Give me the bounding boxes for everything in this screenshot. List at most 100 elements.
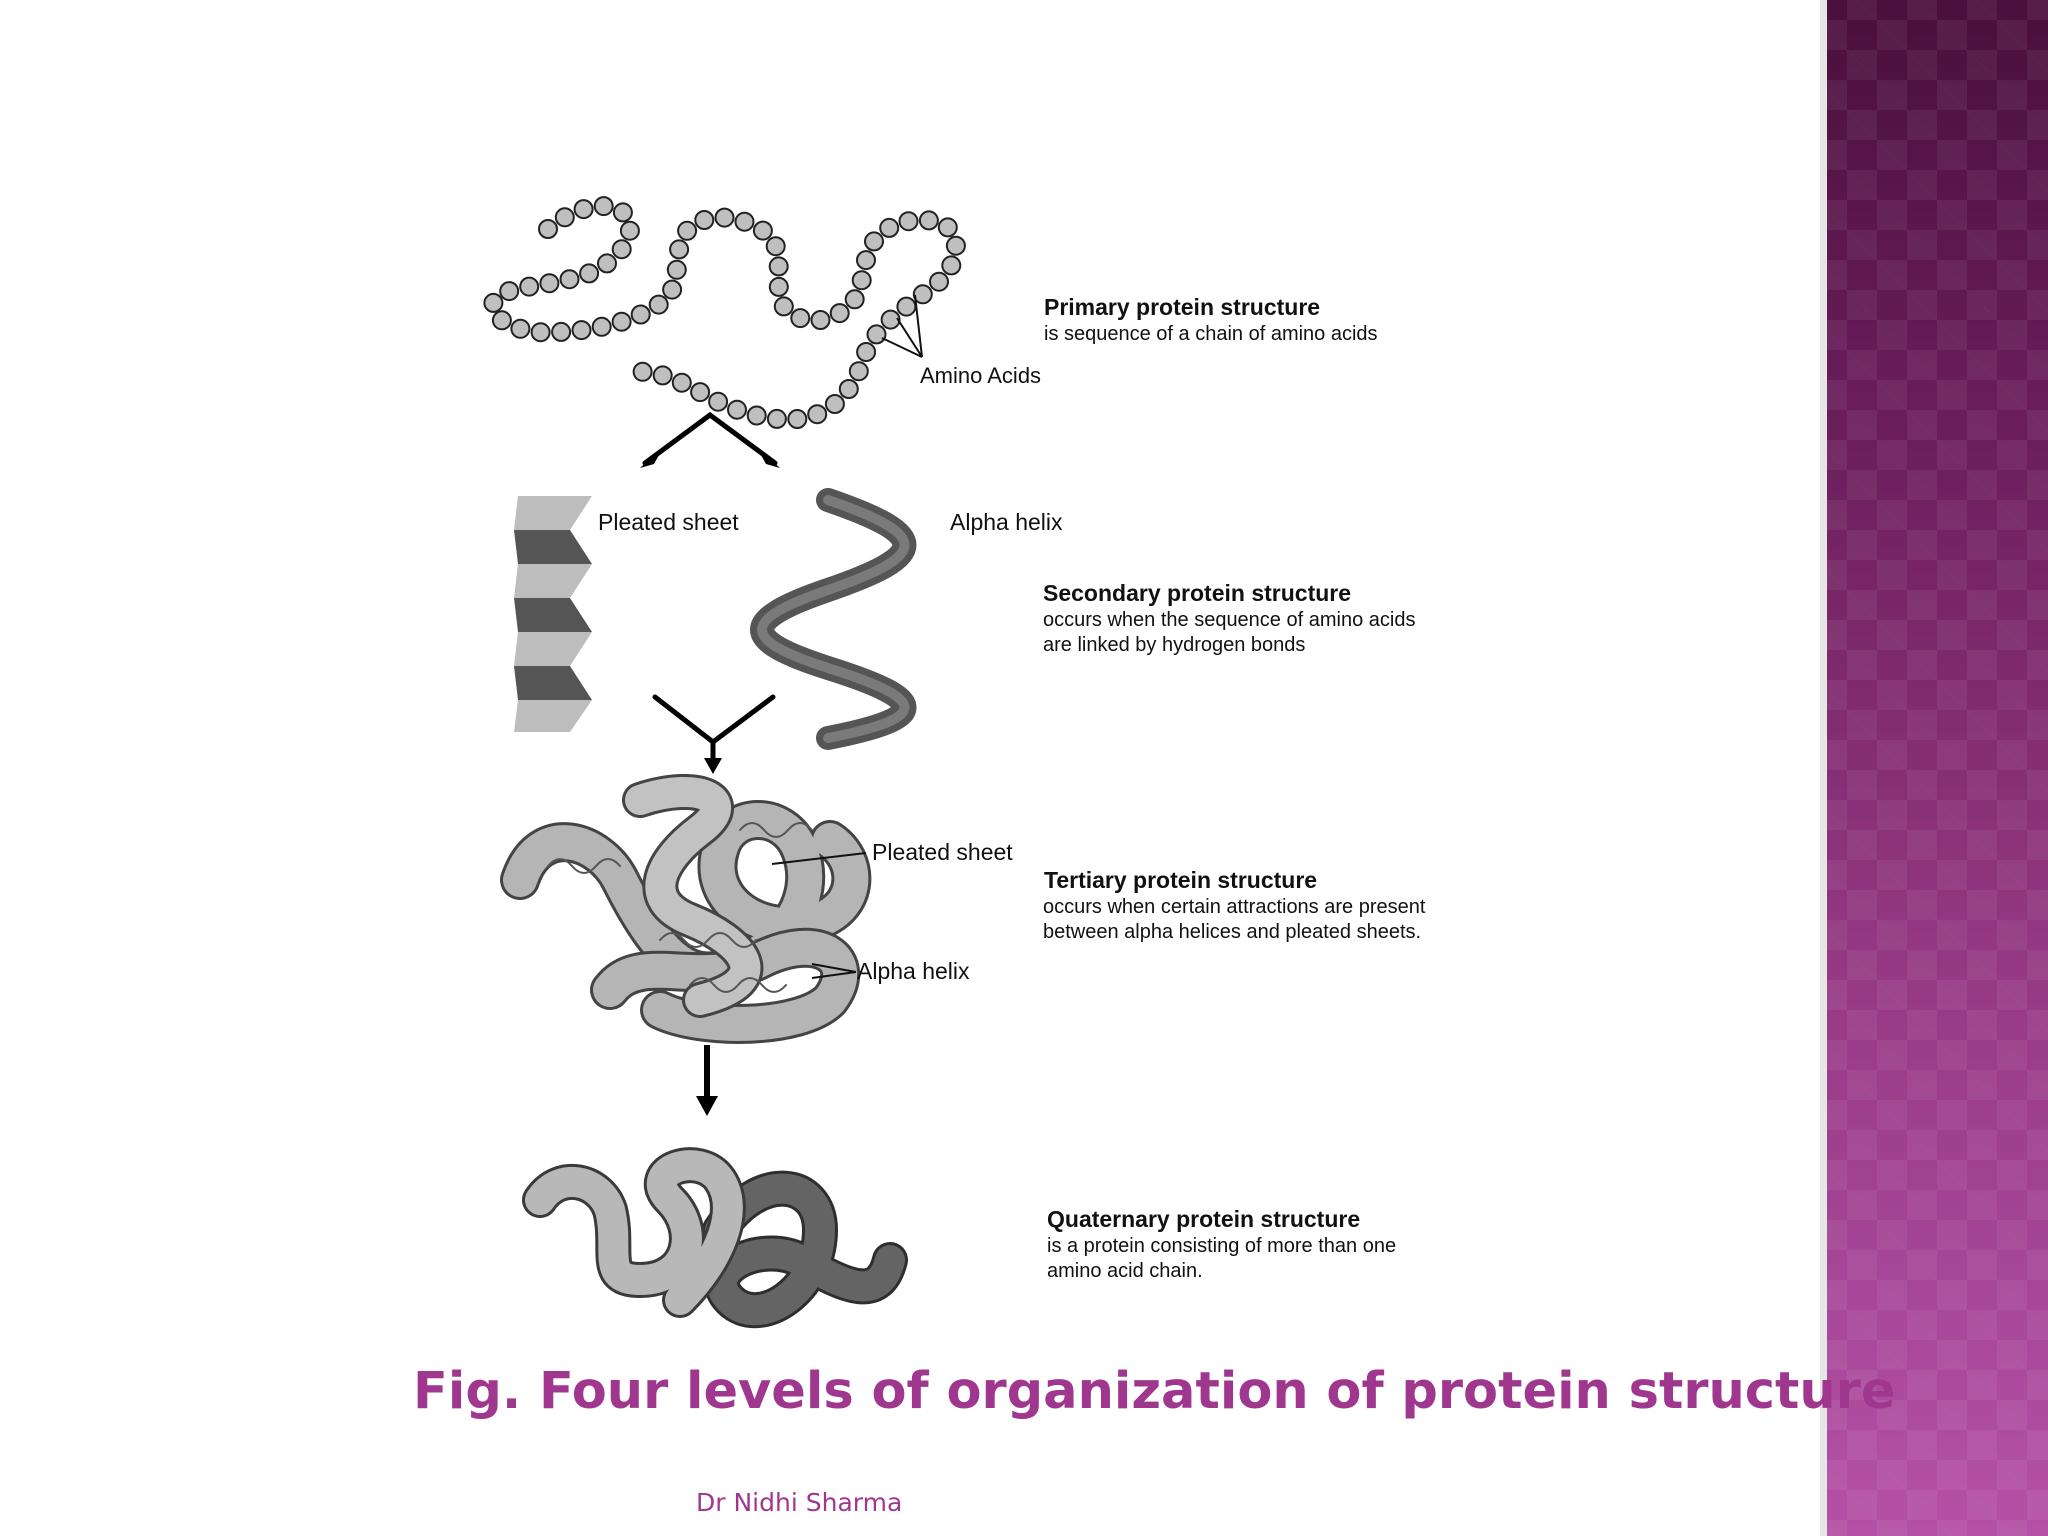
amino-acid-bead xyxy=(539,273,560,294)
amino-acid-bead xyxy=(918,210,939,231)
amino-acid-bead xyxy=(538,219,558,239)
amino-acid-bead xyxy=(838,379,859,399)
amino-acid-bead xyxy=(510,318,531,339)
amino-acid-bead xyxy=(551,321,572,342)
secondary-description-line1: occurs when the sequence of amino acids xyxy=(1043,609,1415,631)
amino-acid-bead xyxy=(671,372,692,393)
amino-acid-bead xyxy=(848,361,869,382)
quaternary-description-line1: is a protein consisting of more than one xyxy=(1047,1235,1396,1257)
amino-acid-bead xyxy=(579,263,600,284)
slide-band-edge xyxy=(1820,0,1828,1536)
amino-acid-bead xyxy=(597,253,617,274)
arrowhead-left xyxy=(640,446,664,468)
merge-arrow xyxy=(652,694,776,763)
amino-acid-bead xyxy=(611,239,632,260)
tertiary-sheet-label: Pleated sheet xyxy=(872,839,1013,865)
split-arrow xyxy=(642,411,778,466)
pleated-sheet-shape xyxy=(514,496,592,732)
amino-acid-bead xyxy=(866,324,887,345)
secondary-helix-label: Alpha helix xyxy=(950,509,1063,535)
secondary-title: Secondary protein structure xyxy=(1043,580,1351,606)
figure-caption: Fig. Four levels of organization of prot… xyxy=(413,1362,1896,1421)
amino-acid-bead xyxy=(856,342,877,362)
arrowhead-right xyxy=(756,446,780,468)
tertiary-description-line1: occurs when certain attractions are pres… xyxy=(1043,896,1426,918)
tertiary-pointer-lines xyxy=(771,852,867,979)
amino-acid-bead xyxy=(829,303,850,324)
secondary-sheet-label: Pleated sheet xyxy=(598,509,739,535)
amino-acid-bead xyxy=(571,320,592,341)
amino-acid-bead xyxy=(912,284,933,305)
quaternary-title: Quaternary protein structure xyxy=(1047,1206,1360,1232)
amino-acid-bead xyxy=(593,196,614,217)
author-footer: Dr Nidhi Sharma xyxy=(696,1488,903,1517)
amino-acid-bead xyxy=(690,382,711,403)
down-arrowhead xyxy=(696,1096,718,1116)
amino-acid-bead xyxy=(519,276,540,297)
amino-acid-bead xyxy=(773,296,794,317)
amino-acid-bead xyxy=(941,255,962,276)
amino-acid-bead xyxy=(677,220,698,241)
amino-acid-bead xyxy=(807,404,828,425)
amino-acid-bead xyxy=(765,236,786,257)
amino-acid-chain xyxy=(483,196,966,429)
amino-acid-bead xyxy=(666,259,687,280)
amino-acid-bead xyxy=(694,210,715,230)
amino-acid-bead xyxy=(612,202,633,223)
amino-acid-bead xyxy=(708,391,729,412)
amino-acid-bead xyxy=(766,408,787,429)
tertiary-description-line2: between alpha helices and pleated sheets… xyxy=(1043,921,1421,943)
merge-arrowhead xyxy=(704,758,722,774)
amino-acid-bead xyxy=(611,311,632,332)
alpha-helix-shape xyxy=(750,488,917,750)
amino-acid-pointer xyxy=(881,294,923,358)
amino-acid-bead xyxy=(844,289,865,310)
amino-acid-bead xyxy=(619,220,640,241)
amino-acid-bead xyxy=(491,310,512,331)
quaternary-structure-shape xyxy=(522,1147,908,1329)
protein-structure-diagram: Amino Acids Primary protein structure is… xyxy=(483,196,1426,1329)
amino-acid-bead xyxy=(937,217,958,238)
amino-acid-bead xyxy=(554,207,575,228)
amino-acid-bead xyxy=(746,405,767,426)
amino-acid-bead xyxy=(630,304,651,325)
tertiary-helix-label: Alpha helix xyxy=(857,958,970,984)
amino-acid-bead xyxy=(727,399,747,420)
amino-acid-bead xyxy=(787,409,808,429)
primary-pointer-label: Amino Acids xyxy=(920,363,1041,388)
quaternary-description-line2: amino acid chain. xyxy=(1047,1260,1203,1282)
tertiary-title: Tertiary protein structure xyxy=(1044,867,1317,893)
amino-acid-bead xyxy=(662,279,683,300)
amino-acid-bead xyxy=(856,250,876,271)
amino-acid-bead xyxy=(768,256,789,277)
amino-acid-bead xyxy=(824,394,845,414)
amino-acid-bead xyxy=(559,269,580,290)
amino-acid-bead xyxy=(790,308,811,329)
amino-acid-bead xyxy=(632,361,653,382)
amino-acid-bead xyxy=(734,211,755,232)
amino-acid-bead xyxy=(752,220,773,241)
amino-acid-bead xyxy=(669,239,690,260)
primary-description: is sequence of a chain of amino acids xyxy=(1044,323,1378,345)
amino-acid-bead xyxy=(810,310,831,330)
amino-acid-bead xyxy=(483,292,504,313)
amino-acid-bead xyxy=(880,309,901,330)
amino-acid-bead xyxy=(652,365,673,386)
amino-acid-bead xyxy=(851,270,872,291)
amino-acid-bead xyxy=(929,271,949,292)
amino-acid-bead xyxy=(573,199,594,220)
amino-acid-bead xyxy=(530,322,551,343)
amino-acid-bead xyxy=(499,281,520,302)
amino-acid-bead xyxy=(898,211,919,232)
amino-acid-bead xyxy=(768,276,789,297)
amino-acid-bead xyxy=(714,207,735,228)
amino-acid-bead xyxy=(945,235,966,256)
secondary-description-line2: are linked by hydrogen bonds xyxy=(1043,634,1305,656)
primary-title: Primary protein structure xyxy=(1044,294,1320,320)
amino-acid-bead xyxy=(648,294,669,315)
amino-acid-bead xyxy=(864,231,884,252)
slide-decorative-band xyxy=(1827,0,2048,1536)
amino-acid-bead xyxy=(879,217,900,238)
tertiary-structure-shape xyxy=(500,774,872,1044)
amino-acid-bead xyxy=(591,316,612,337)
